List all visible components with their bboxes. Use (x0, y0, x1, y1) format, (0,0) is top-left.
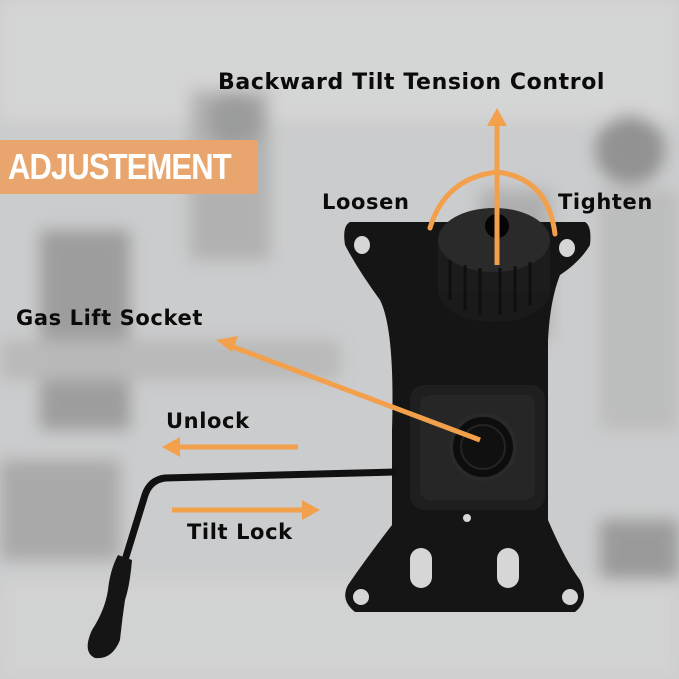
gas-lift-arrowhead-icon (216, 336, 238, 352)
adjustment-badge-text: ADJUSTEMENT (8, 146, 232, 187)
mechanism-plate (344, 222, 591, 612)
loosen-tighten-arc-icon (427, 169, 558, 237)
tension-knob (438, 208, 550, 322)
arrows (162, 108, 558, 520)
tilt-lock-label: Tilt Lock (187, 520, 293, 544)
adjustment-badge: ADJUSTEMENT (0, 140, 258, 194)
loosen-label: Loosen (322, 190, 410, 214)
gas-lift-arrow-icon (227, 342, 481, 443)
tighten-label: Tighten (558, 190, 653, 214)
tension-arrowhead-icon (487, 108, 507, 126)
unlock-arrowhead-icon (162, 437, 180, 457)
unlock-label: Unlock (166, 409, 250, 433)
tilt-lever (87, 468, 399, 659)
gas-lift-socket-label: Gas Lift Socket (16, 306, 203, 330)
tension-control-label: Backward Tilt Tension Control (218, 70, 606, 95)
tilt-lock-arrowhead-icon (302, 500, 320, 520)
